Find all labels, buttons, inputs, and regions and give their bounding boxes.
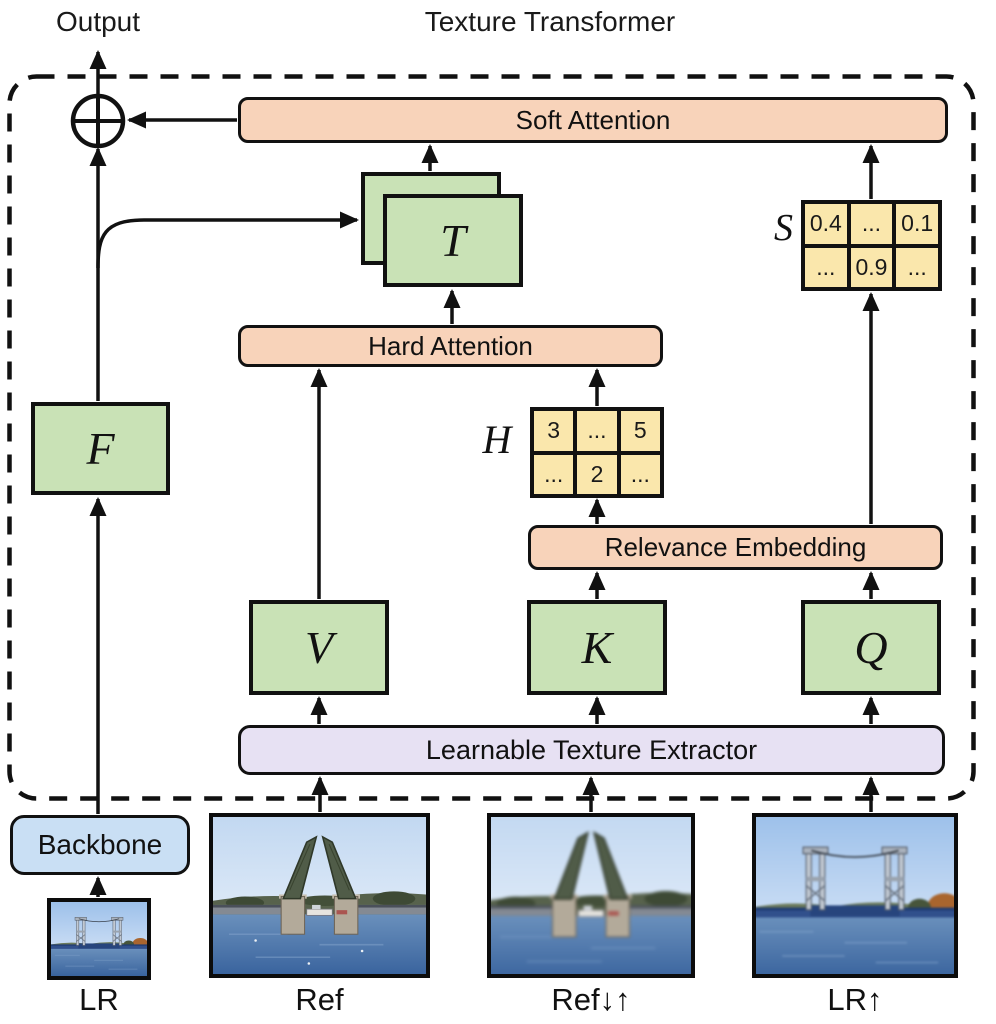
approach-deck-right	[357, 904, 426, 915]
h-matrix-cell: ...	[620, 454, 660, 494]
pier-right	[333, 896, 359, 935]
tower-right	[111, 917, 124, 946]
pier-left	[551, 896, 577, 938]
water-streaks	[759, 930, 939, 964]
lr-up-input-image	[752, 813, 958, 978]
h-matrix-cell: 3	[534, 411, 574, 451]
v-feature-box: V	[249, 600, 389, 695]
lr-up-image-label: LR↑	[827, 982, 883, 1017]
leaf-lattice-right	[328, 844, 350, 891]
elementwise-sum-icon	[70, 93, 126, 149]
output-label: Output	[55, 6, 141, 37]
h-matrix-cell: ...	[534, 454, 574, 494]
texture-transformer-frame	[7, 74, 976, 801]
water-streaks	[54, 954, 138, 970]
lr-input-image	[47, 898, 151, 980]
h-matrix-label: H	[482, 417, 512, 462]
gulls	[254, 939, 364, 965]
soft-attention-block: Soft Attention	[238, 97, 948, 143]
ref-downup-input-image	[487, 813, 695, 978]
learnable-texture-extractor-block: Learnable Texture Extractor	[238, 725, 945, 775]
lift-span	[810, 905, 900, 917]
ref-downup-image-label: Ref↓↑	[551, 982, 631, 1017]
approach-deck-right	[629, 905, 691, 916]
s-matrix-cell: ...	[850, 204, 893, 244]
arrow-f-branch-to-t	[96, 211, 359, 269]
bascule-leaf-left	[553, 831, 590, 900]
bascule-bridge-scene-degraded	[491, 817, 691, 974]
hard-attention-block: Hard Attention	[238, 325, 663, 367]
ref-image-label: Ref	[295, 982, 344, 1017]
water	[491, 915, 691, 974]
s-matrix-cell: 0.1	[896, 204, 938, 244]
ref-input-image	[209, 813, 430, 978]
s-matrix-cell: ...	[805, 247, 847, 287]
cables	[78, 918, 120, 923]
s-matrix-cell: ...	[896, 247, 938, 287]
pier-left	[280, 896, 306, 935]
bascule-bridge-scene	[213, 817, 426, 974]
deck-edge-left	[213, 904, 282, 908]
h-matrix-cell: 2	[577, 454, 617, 494]
s-matrix-cell: 0.9	[850, 247, 893, 287]
leaf-lattice-left	[289, 844, 311, 891]
t-feature-box: T	[383, 194, 523, 287]
approach-deck-left	[491, 905, 553, 916]
bascule-leaf-right	[592, 831, 629, 900]
deck-edge-right	[357, 904, 426, 908]
water-streaks	[500, 936, 656, 963]
trees	[644, 891, 688, 907]
q-feature-box: Q	[801, 600, 941, 695]
trees	[372, 891, 416, 906]
boats	[306, 904, 348, 916]
water-streaks	[228, 933, 384, 959]
deck-edge-right	[629, 905, 691, 909]
f-feature-box: F	[31, 402, 170, 495]
boats	[577, 905, 619, 918]
h-matrix: 3 ... 5 ... 2 ...	[530, 407, 664, 498]
h-matrix-cell: ...	[577, 411, 617, 451]
figure-title: Texture Transformer	[424, 6, 676, 37]
approach-deck-left	[213, 904, 282, 915]
cables	[811, 849, 899, 858]
water	[756, 916, 954, 974]
s-matrix-label: S	[774, 207, 793, 249]
k-feature-box: K	[527, 600, 667, 695]
s-matrix-cell: 0.4	[805, 204, 847, 244]
lr-image-label: LR	[79, 982, 119, 1017]
deck-edge-left	[491, 905, 553, 909]
lift-bridge-scene	[51, 902, 147, 976]
pier-right	[605, 896, 631, 938]
h-matrix-cell: 5	[620, 411, 660, 451]
s-matrix: 0.4 ... 0.1 ... 0.9 ...	[801, 200, 942, 291]
backbone-block: Backbone	[10, 815, 190, 875]
water	[51, 948, 147, 976]
tower-left	[802, 846, 829, 911]
relevance-embedding-block: Relevance Embedding	[528, 525, 943, 570]
lift-bridge-scene-upsampled	[756, 817, 954, 974]
lift-span	[78, 943, 120, 949]
